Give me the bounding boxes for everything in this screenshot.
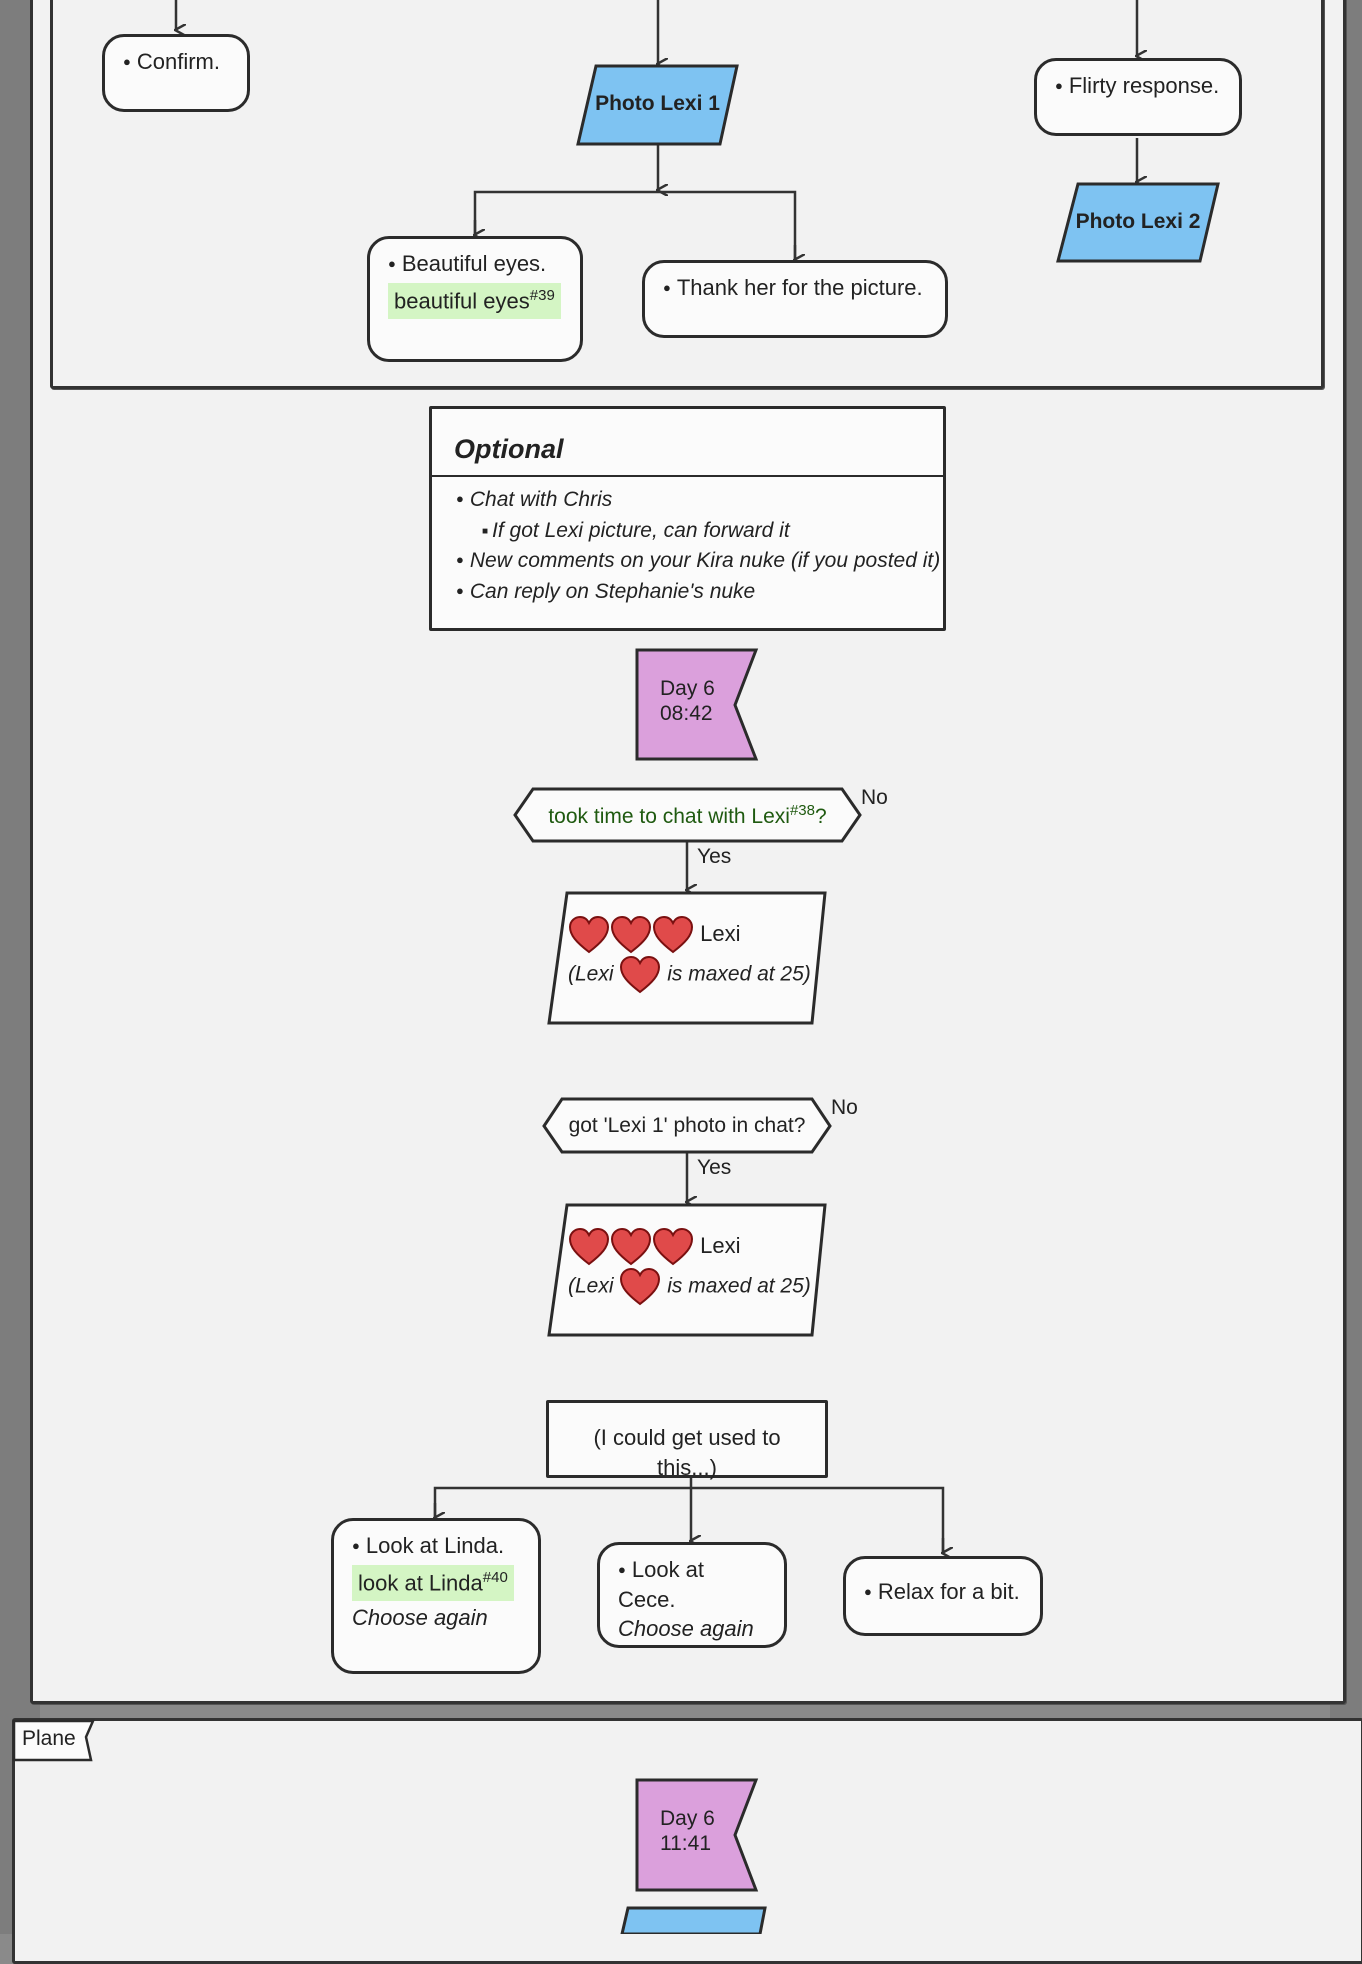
day-flag-1-day: Day 6: [660, 677, 715, 700]
flirty-box[interactable]: Flirty response.: [1034, 58, 1242, 136]
hearts1-pre: (Lexi: [568, 962, 614, 986]
day-flag-2-day: Day 6: [660, 1807, 715, 1830]
heart-icon: [652, 1227, 694, 1266]
hearts2-content: Lexi (Lexi is maxed at 25): [568, 1227, 818, 1306]
choice-relax-label: Relax for a bit.: [864, 1579, 1020, 1604]
thought-box: (I could get used to this...): [546, 1400, 828, 1480]
cond2-no-label: No: [831, 1096, 858, 1119]
cond2-yes-label: Yes: [697, 1156, 732, 1179]
heart-icon: [620, 1267, 661, 1306]
confirm-box[interactable]: Confirm.: [102, 34, 250, 112]
cond1-yes-label: Yes: [697, 845, 732, 868]
cond1-text: took time to chat with Lexi#38?: [548, 802, 827, 828]
hearts2-name: Lexi: [700, 1232, 741, 1258]
day-flag-2: Day 6 11:41: [660, 1806, 715, 1856]
hearts2-post: is maxed at 25): [667, 1274, 811, 1298]
choice-cece-box[interactable]: Look at Cece. Choose again: [597, 1542, 787, 1648]
thank-her-box[interactable]: Thank her for the picture.: [642, 260, 948, 338]
confirm-label: Confirm.: [123, 49, 220, 74]
cond2-text: got 'Lexi 1' photo in chat?: [568, 1114, 806, 1137]
heart-icon: [568, 915, 610, 954]
beautiful-eyes-tag: beautiful eyes#39: [388, 282, 561, 319]
heart-icon: [610, 915, 652, 954]
choice-linda-label: Look at Linda.: [352, 1531, 520, 1561]
thought-text: (I could get used to this...): [593, 1425, 781, 1480]
beautiful-eyes-label: Beautiful eyes.: [388, 249, 562, 279]
choice-relax-box[interactable]: Relax for a bit.: [843, 1556, 1043, 1636]
heart-icon: [652, 915, 694, 954]
cond1-no-label: No: [861, 786, 888, 809]
heart-icon: [568, 1227, 610, 1266]
hearts1-post: is maxed at 25): [667, 962, 811, 986]
photo-lexi-2-label: Photo Lexi 2: [1075, 210, 1201, 233]
choice-linda-tag: look at Linda#40: [352, 1564, 514, 1601]
day-flag-1-time: 08:42: [660, 702, 713, 726]
choice-linda-again: Choose again: [352, 1604, 488, 1630]
optional-subitem-forward: ■If got Lexi picture, can forward it: [482, 518, 790, 542]
beautiful-eyes-box[interactable]: Beautiful eyes. beautiful eyes#39: [367, 236, 583, 362]
optional-item-stephanie: Can reply on Stephanie's nuke: [456, 577, 943, 607]
heart-icon: [610, 1227, 652, 1266]
plane-label: Plane: [22, 1727, 76, 1750]
optional-box: Optional Chat with Chris ■If got Lexi pi…: [429, 406, 946, 631]
choice-cece-label: Look at Cece.: [618, 1555, 766, 1614]
optional-item-chat-chris: Chat with Chris: [456, 485, 943, 515]
optional-item-kira: New comments on your Kira nuke (if you p…: [456, 546, 943, 576]
photo-lexi-1-label: Photo Lexi 1: [595, 92, 720, 115]
hearts1-name: Lexi: [700, 920, 741, 946]
day-flag-2-time: 11:41: [660, 1832, 711, 1856]
thank-her-label: Thank her for the picture.: [663, 275, 923, 300]
hearts1-content: Lexi (Lexi is maxed at 25): [568, 915, 818, 994]
optional-title: Optional: [432, 409, 943, 478]
day-flag-1: Day 6 08:42: [660, 676, 715, 726]
choice-cece-again: Choose again: [618, 1616, 754, 1642]
flirty-label: Flirty response.: [1055, 73, 1219, 98]
choice-linda-box[interactable]: Look at Linda. look at Linda#40 Choose a…: [331, 1518, 541, 1674]
hearts2-pre: (Lexi: [568, 1274, 614, 1298]
heart-icon: [620, 955, 661, 994]
